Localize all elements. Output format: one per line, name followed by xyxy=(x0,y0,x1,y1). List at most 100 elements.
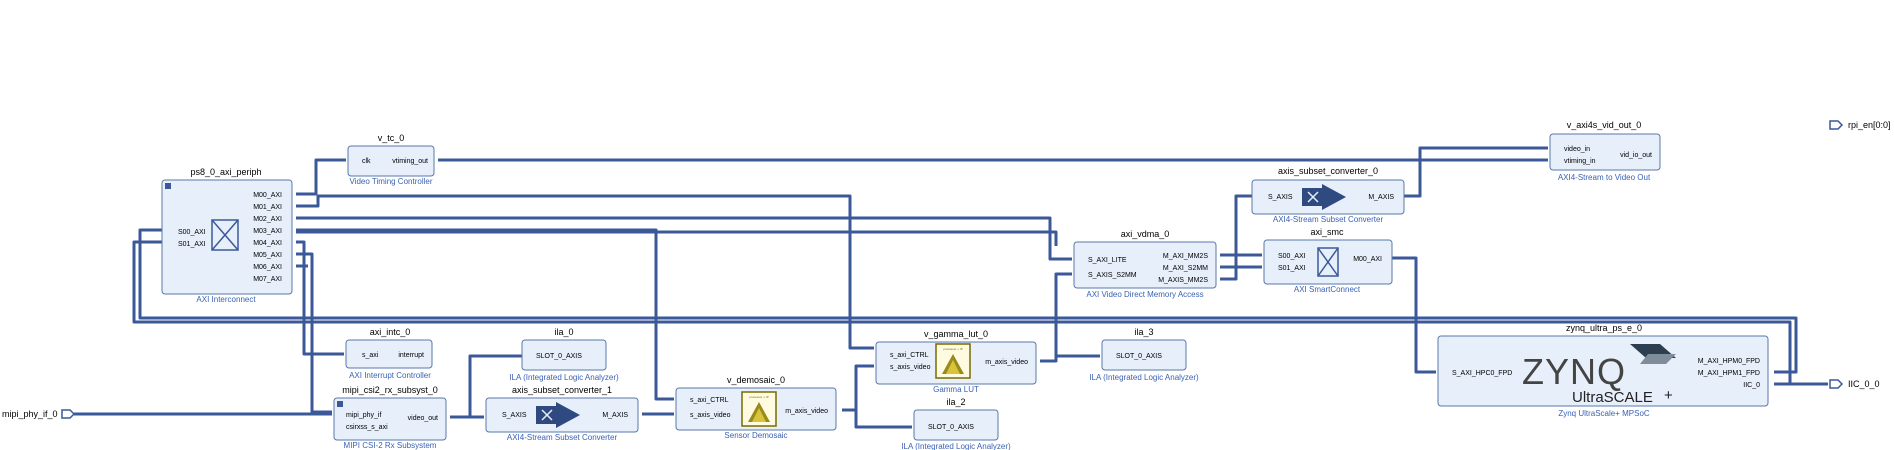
block-body[interactable] xyxy=(1073,241,1217,289)
port-label: M01_AXI xyxy=(253,204,282,211)
block-body[interactable] xyxy=(1101,339,1187,371)
block-axi-vdma[interactable]: axi_vdma_0 S_AXI_LITE S_AXIS_S2MM M_AXI_… xyxy=(1073,229,1217,299)
block-subtitle: AXI SmartConnect xyxy=(1294,285,1361,294)
wire-m02-to-gamma-ctrl[interactable] xyxy=(296,216,1072,261)
block-axi-smc[interactable]: axi_smc S00_AXI S01_AXI M00_AXI AXI Smar… xyxy=(1263,227,1393,294)
input-port-icon[interactable] xyxy=(61,409,76,419)
port-label: M07_AXI xyxy=(253,276,282,283)
block-title: v_tc_0 xyxy=(378,133,405,143)
wire-m04-to-intc[interactable] xyxy=(296,240,344,356)
block-title: v_demosaic_0 xyxy=(727,375,785,385)
block-axis-subset-converter-1[interactable]: axis_subset_converter_1 S_AXIS M_AXIS AX… xyxy=(485,385,639,442)
port-label: S00_AXI xyxy=(1278,253,1306,260)
crossbar-icon xyxy=(211,219,239,251)
external-port-rpi-en[interactable]: rpi_en[0:0] xyxy=(1829,120,1891,130)
port-label: M_AXIS xyxy=(602,412,628,419)
block-body[interactable] xyxy=(1549,133,1661,171)
port-name: mipi_phy_if_0 xyxy=(2,409,58,419)
port-label: M_AXIS_MM2S xyxy=(1158,277,1208,284)
output-port-icon[interactable] xyxy=(1829,379,1844,389)
block-title: axis_subset_converter_1 xyxy=(512,385,612,395)
block-body[interactable] xyxy=(333,397,447,441)
port-label: M00_AXI xyxy=(253,192,282,199)
port-label: S_AXI_HPC0_FPD xyxy=(1452,370,1512,377)
port-label: vtiming_in xyxy=(1564,158,1596,165)
wire-m03-to-demosaic[interactable] xyxy=(296,228,674,401)
block-mipi-csi2[interactable]: mipi_csi2_rx_subsyst_0 mipi_phy_if csirx… xyxy=(333,385,447,450)
wire-demosaic-to-gamma[interactable] xyxy=(842,364,874,412)
port-label: SLOT_0_AXIS xyxy=(928,424,974,431)
block-subtitle: ILA (Integrated Logic Analyzer) xyxy=(509,373,619,382)
crossbar-icon xyxy=(1317,247,1339,277)
converter-arrow-icon xyxy=(536,402,580,428)
converter-arrow-icon xyxy=(1302,184,1346,210)
port-label: vtiming_out xyxy=(392,158,428,165)
xilinx-ip-logo-icon: processor + IP xyxy=(741,391,777,427)
output-port-icon[interactable] xyxy=(1829,120,1844,130)
port-label: M_AXI_S2MM xyxy=(1163,265,1208,272)
port-label: IIC_0 xyxy=(1743,382,1760,389)
block-ila-3[interactable]: ila_3 SLOT_0_AXIS ILA (Integrated Logic … xyxy=(1089,327,1199,382)
port-label: M06_AXI xyxy=(253,264,282,271)
collapse-icon[interactable] xyxy=(337,401,343,407)
wire-to-vout-video-in[interactable] xyxy=(1418,146,1548,158)
block-axi-intc[interactable]: axi_intc_0 s_axi interrupt AXI Interrupt… xyxy=(345,327,433,380)
block-subtitle: Gamma LUT xyxy=(933,385,979,394)
port-label: S_AXI_LITE xyxy=(1088,257,1127,264)
block-subtitle: AXI Video Direct Memory Access xyxy=(1086,290,1203,299)
wire-mipi-to-ila0[interactable] xyxy=(468,354,522,417)
block-title: v_axi4s_vid_out_0 xyxy=(1567,120,1642,130)
wire-m00-to-vtc[interactable] xyxy=(296,158,346,196)
block-v-demosaic[interactable]: v_demosaic_0 s_axi_CTRL s_axis_video pro… xyxy=(675,375,837,440)
block-v-tc[interactable]: v_tc_0 clk vtiming_out Video Timing Cont… xyxy=(347,133,435,186)
port-label: S01_AXI xyxy=(178,241,206,248)
block-ps8-axi-periph[interactable]: ps8_0_axi_periph S00_AXI S01_AXI M00_AXI… xyxy=(161,167,293,304)
port-label: s_axis_video xyxy=(690,412,731,419)
block-body[interactable] xyxy=(521,339,607,371)
block-title: axi_intc_0 xyxy=(370,327,411,337)
port-label: M03_AXI xyxy=(253,228,282,235)
block-body[interactable] xyxy=(345,339,433,369)
wire-conv0-to-vout[interactable] xyxy=(1404,148,1422,198)
block-title: ila_2 xyxy=(946,397,965,407)
block-body[interactable] xyxy=(913,409,999,441)
block-v-gamma-lut[interactable]: v_gamma_lut_0 s_axi_CTRL s_axis_video pr… xyxy=(875,329,1037,394)
port-label: video_out xyxy=(408,415,438,422)
block-subtitle: AXI4-Stream Subset Converter xyxy=(1273,215,1384,224)
block-title: ila_3 xyxy=(1134,327,1153,337)
wires xyxy=(74,146,1828,429)
port-label: M_AXI_MM2S xyxy=(1163,253,1208,260)
port-label: vid_io_out xyxy=(1620,152,1652,159)
block-title: ila_0 xyxy=(554,327,573,337)
block-ila-0[interactable]: ila_0 SLOT_0_AXIS ILA (Integrated Logic … xyxy=(509,327,619,382)
external-port-mipi-phy-if[interactable]: mipi_phy_if_0 xyxy=(2,409,76,419)
port-label: csirxss_s_axi xyxy=(346,424,388,431)
wire-vdma-axis-mm2s[interactable] xyxy=(1220,194,1252,281)
block-subtitle: ILA (Integrated Logic Analyzer) xyxy=(901,442,1011,450)
port-label: M_AXI_HPM1_FPD xyxy=(1698,370,1760,377)
block-body[interactable] xyxy=(347,145,435,177)
block-zynq-ultra-ps[interactable]: zynq_ultra_ps_e_0 S_AXI_HPC0_FPD ZYNQ Ul… xyxy=(1437,323,1769,418)
external-port-iic[interactable]: IIC_0_0 xyxy=(1829,379,1880,389)
wire-s00-loop[interactable] xyxy=(138,228,1798,374)
block-ila-2[interactable]: ila_2 SLOT_0_AXIS ILA (Integrated Logic … xyxy=(901,397,1011,450)
block-body[interactable] xyxy=(1437,335,1769,407)
port-label: S00_AXI xyxy=(178,229,206,236)
block-v-axi4s-vid-out[interactable]: v_axi4s_vid_out_0 video_in vtiming_in vi… xyxy=(1549,120,1661,182)
port-name: rpi_en[0:0] xyxy=(1848,120,1891,130)
wire-m01-to-vdma[interactable] xyxy=(296,194,874,350)
block-subtitle: AXI4-Stream to Video Out xyxy=(1558,173,1651,182)
block-subtitle: ILA (Integrated Logic Analyzer) xyxy=(1089,373,1199,382)
wire-gamma-to-vdma[interactable] xyxy=(1040,272,1072,363)
collapse-icon[interactable] xyxy=(165,183,171,189)
port-label: M_AXI_HPM0_FPD xyxy=(1698,358,1760,365)
port-label: S_AXIS xyxy=(502,412,527,419)
block-subtitle: AXI Interconnect xyxy=(196,295,256,304)
block-axis-subset-converter-0[interactable]: axis_subset_converter_0 S_AXIS M_AXIS AX… xyxy=(1251,166,1405,224)
port-label: s_axis_video xyxy=(890,364,931,371)
wire-demosaic-to-ila2[interactable] xyxy=(854,410,912,429)
wire-smc-to-zynq[interactable] xyxy=(1392,256,1436,374)
wire-m03b[interactable] xyxy=(296,230,1058,246)
wire-m05-to-mipi[interactable] xyxy=(296,252,332,414)
